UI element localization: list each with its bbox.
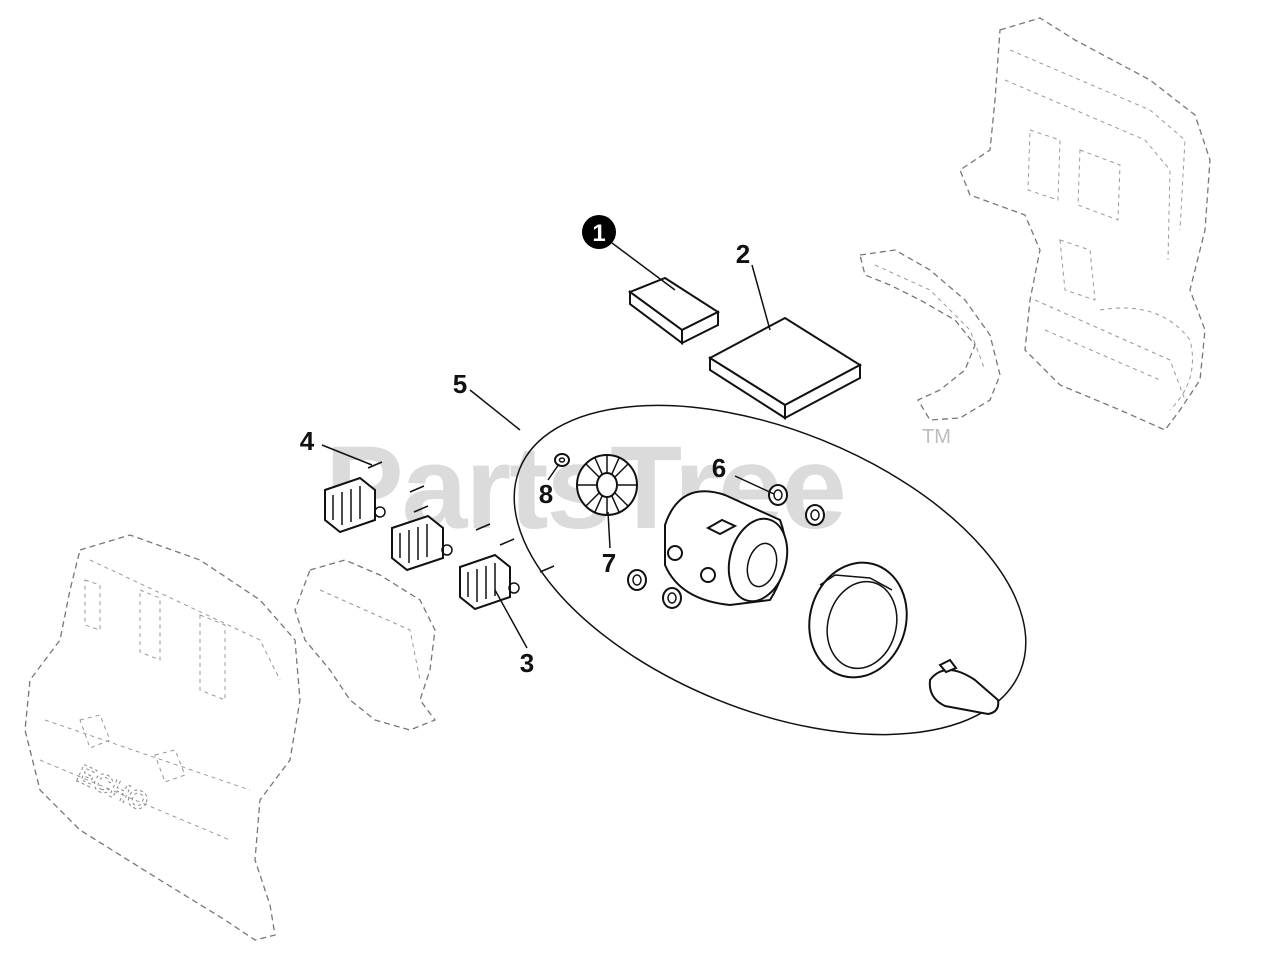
callout-3[interactable]: 3 bbox=[520, 648, 534, 678]
rear-housing-ghost bbox=[959, 17, 1211, 431]
left-bracket-ghost bbox=[294, 559, 437, 731]
terminal-connector-2 bbox=[391, 514, 453, 572]
callout-5[interactable]: 5 bbox=[453, 369, 467, 399]
front-housing-ghost: ECHO bbox=[24, 534, 301, 941]
washer bbox=[554, 453, 570, 467]
nozzle-ring bbox=[808, 561, 908, 679]
right-bracket-ghost bbox=[859, 249, 1001, 421]
terminal-connector-3 bbox=[459, 553, 520, 611]
bushing-set bbox=[627, 484, 825, 609]
end-cap bbox=[928, 658, 1000, 716]
callout-8[interactable]: 8 bbox=[539, 479, 553, 509]
fan-impeller bbox=[576, 454, 638, 516]
callout-1[interactable]: 1 bbox=[582, 215, 616, 249]
callout-4[interactable]: 4 bbox=[300, 426, 315, 456]
circuit-board-small bbox=[627, 276, 721, 345]
leader-lines bbox=[321, 242, 775, 649]
circuit-board-large bbox=[708, 316, 862, 420]
housing-lettering: ECHO bbox=[72, 758, 153, 817]
assembly-ellipse bbox=[513, 404, 1027, 736]
watermark-trademark: TM bbox=[922, 426, 951, 448]
callout-1-label: 1 bbox=[592, 220, 605, 247]
callout-2[interactable]: 2 bbox=[736, 239, 750, 269]
terminal-connector-1 bbox=[324, 476, 386, 534]
motor bbox=[664, 490, 789, 607]
callout-7[interactable]: 7 bbox=[602, 548, 616, 578]
screw-set bbox=[367, 461, 555, 573]
callout-6[interactable]: 6 bbox=[712, 453, 726, 483]
